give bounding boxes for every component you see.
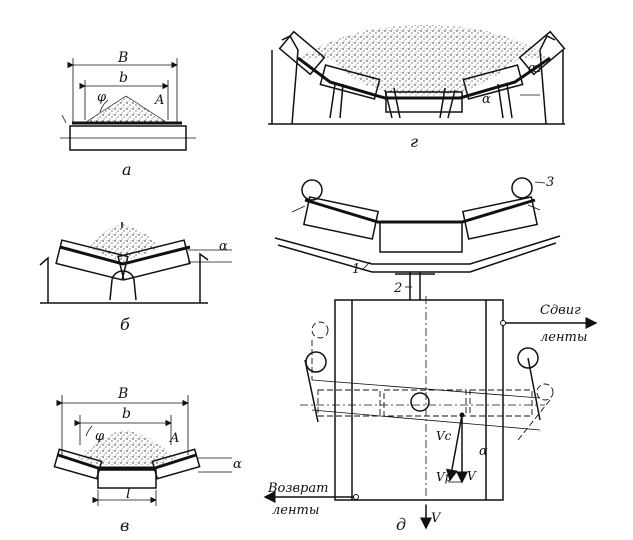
return-label-line2: ленты (272, 503, 319, 518)
angle-phi-a: φ (97, 90, 107, 105)
angle-alpha1-g: α₁ (528, 61, 542, 76)
angle-alpha-g: α (482, 92, 491, 107)
area-A-v: A (169, 431, 179, 446)
panel-label-v: в (120, 516, 129, 535)
return-label-line1: Возврат (267, 481, 328, 496)
velocity-V-big: V (431, 511, 442, 526)
angle-alpha-d: α (479, 444, 488, 459)
dim-b-v: b (122, 406, 131, 422)
dim-B-a: B (117, 50, 128, 66)
panel-v-three-roller-idler (53, 395, 232, 506)
panel-label-a: а (122, 160, 132, 179)
angle-alpha-v: α (233, 457, 242, 472)
dim-B-v: B (117, 386, 128, 402)
panel-b-two-roller-idler (39, 222, 232, 304)
area-A-a: A (154, 93, 164, 108)
panel-label-g: г (410, 132, 418, 151)
callout-1: 1 (352, 262, 360, 277)
panel-label-b: б (120, 315, 130, 334)
velocity-Vp: Vp (436, 470, 453, 484)
panel-a-flat-idler (60, 58, 196, 151)
panel-d-self-aligning-idler (274, 177, 561, 300)
dim-b-a: b (119, 70, 128, 86)
callout-2: 2 (393, 281, 402, 296)
panel-label-d: д (396, 515, 406, 534)
shift-label-line2: ленты (540, 330, 587, 345)
angle-phi-v: φ (95, 429, 105, 444)
velocity-V-small: V (467, 469, 477, 483)
angle-alpha-b: α (219, 239, 228, 254)
dim-l-v: l (126, 486, 130, 502)
panel-d-plan-view (263, 296, 598, 530)
shift-label-line1: Сдвиг (540, 303, 581, 318)
callout-3: 3 (546, 175, 554, 190)
velocity-Vc: Vc (436, 429, 452, 443)
panel-g-five-roller-idler (268, 25, 566, 125)
